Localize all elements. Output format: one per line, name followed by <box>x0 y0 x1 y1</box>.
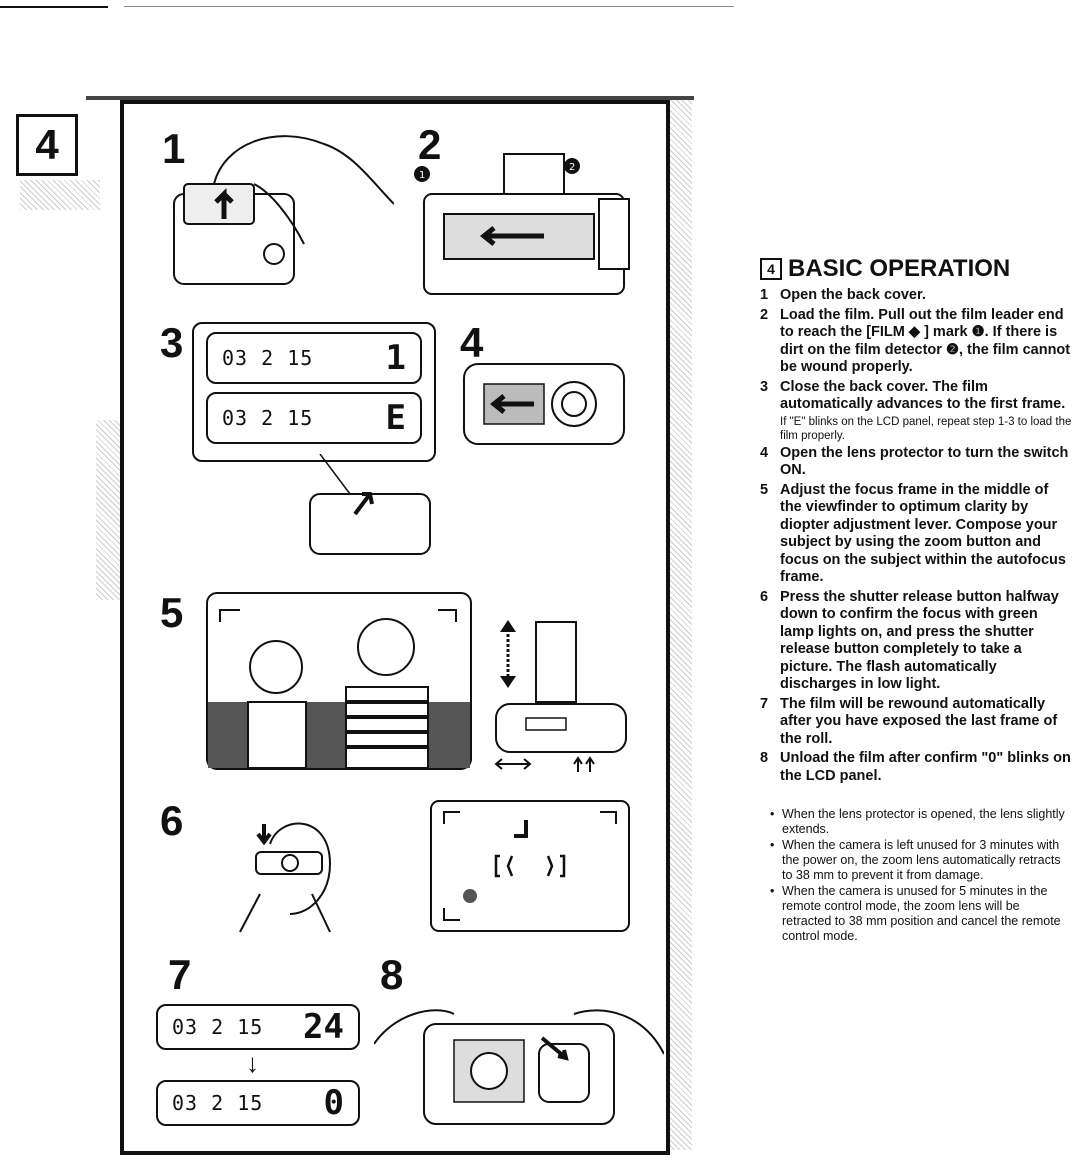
down-arrow-icon: ↓ <box>246 1048 259 1078</box>
step-label-2: 2 <box>418 121 442 168</box>
list-item: When the camera is unused for 5 minutes … <box>760 884 1072 944</box>
lcd-panel-frame-24: 03 2 15 24 <box>156 1004 360 1050</box>
top-rule-right <box>124 6 734 7</box>
scan-speckle <box>668 100 692 1150</box>
lcd-frame-number: E <box>385 398 406 438</box>
lcd-counter-text: 03 2 15 <box>222 346 314 370</box>
unload-film-illustration <box>374 1009 664 1125</box>
load-film-illustration: 1 2 <box>414 153 630 295</box>
lcd-group-step3 <box>192 322 436 462</box>
step-label-6: 6 <box>160 797 184 844</box>
step-note: If "E" blinks on the LCD panel, repeat s… <box>780 415 1072 442</box>
focus-viewfinder-illustration <box>430 800 630 932</box>
lcd-panel-frame-0: 03 2 15 0 <box>156 1080 360 1126</box>
camera-lens-protector-illustration <box>463 363 625 445</box>
step-label-1: 1 <box>162 125 186 172</box>
step-label-4: 4 <box>460 319 484 366</box>
section-title: 4 BASIC OPERATION <box>760 255 1072 283</box>
step-label-7: 7 <box>168 951 192 998</box>
step-label-8: 8 <box>380 951 404 998</box>
list-item: When the lens protector is opened, the l… <box>760 807 1072 837</box>
lcd-panel-frame-e: 03 2 15 E <box>206 392 422 444</box>
close-cover-illustration <box>309 454 431 555</box>
notes-list: When the lens protector is opened, the l… <box>760 807 1072 944</box>
lcd-counter-text: 03 2 15 <box>172 1015 264 1039</box>
section-title-number: 4 <box>760 258 782 280</box>
panel-top-edge <box>86 96 694 100</box>
lcd-counter-text: 03 2 15 <box>222 406 314 430</box>
scan-speckle <box>20 180 100 210</box>
illustration-panel: 1 2 3 4 5 6 7 8 1 2 03 2 15 1 03 2 15 E <box>120 100 670 1155</box>
step-label-3: 3 <box>160 319 184 366</box>
viewfinder-scene-illustration <box>206 592 472 770</box>
section-number-box: 4 <box>16 114 78 176</box>
person-taking-photo-illustration <box>239 822 332 933</box>
lcd-counter-text: 03 2 15 <box>172 1091 264 1115</box>
step-label-5: 5 <box>160 589 184 636</box>
lcd-frame-number: 24 <box>303 1007 344 1047</box>
section-title-text: BASIC OPERATION <box>788 255 1011 282</box>
svg-text:2: 2 <box>569 162 575 173</box>
list-item: When the camera is left unused for 3 min… <box>760 838 1072 883</box>
zoom-camera-illustration <box>494 620 627 772</box>
svg-text:1: 1 <box>419 170 425 181</box>
lcd-frame-number: 0 <box>323 1083 344 1123</box>
open-back-cover-illustration <box>173 135 394 285</box>
lcd-frame-number: 1 <box>385 338 406 378</box>
top-rule-left <box>0 6 108 8</box>
lcd-panel-frame-1: 03 2 15 1 <box>206 332 422 384</box>
